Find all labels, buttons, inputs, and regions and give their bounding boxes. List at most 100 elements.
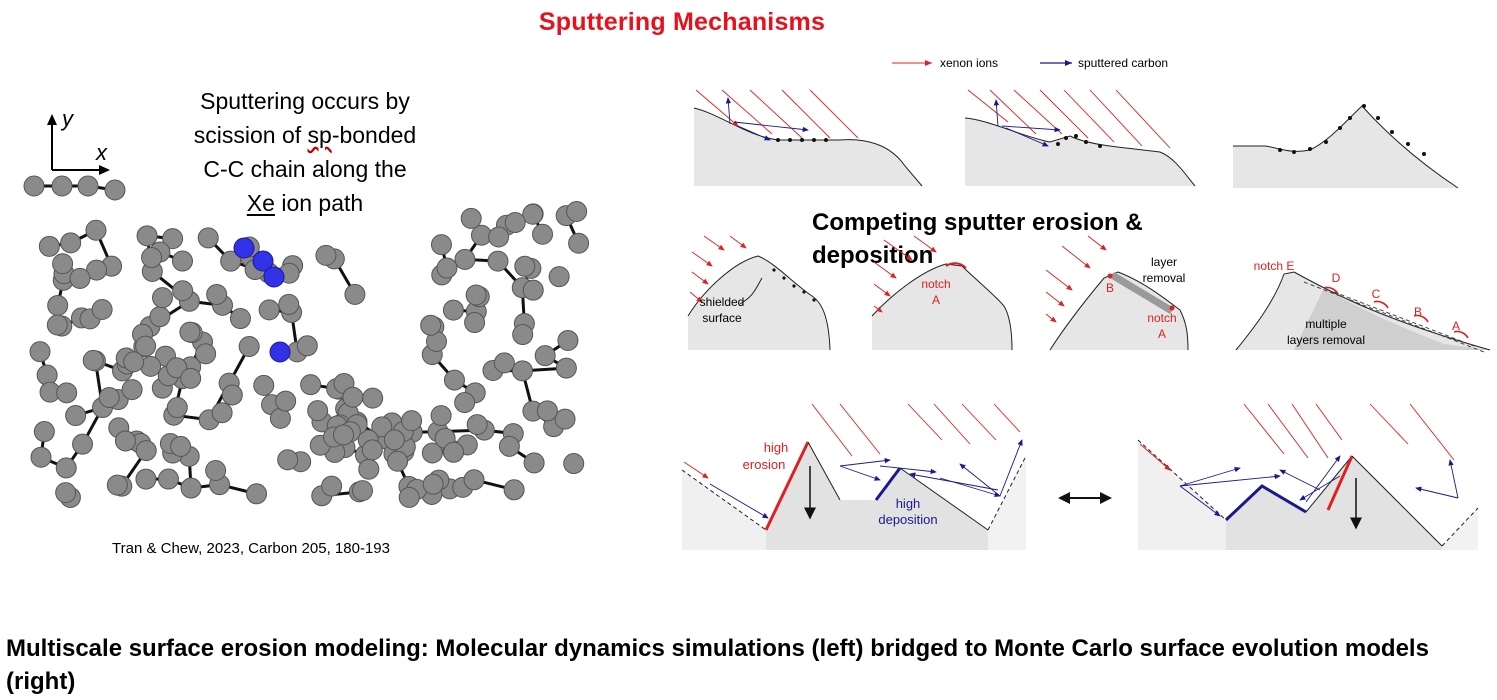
- caption-sp: sp: [307, 122, 332, 148]
- carbon-atom: [258, 299, 280, 321]
- carbon-atom: [421, 442, 443, 464]
- carbon-atom: [358, 458, 380, 480]
- sp-chain-atoms: [233, 237, 291, 363]
- carbon-atom: [563, 453, 585, 475]
- legend-carbon: sputtered carbon: [1078, 56, 1168, 70]
- caption-line-2b: -bonded: [331, 122, 417, 148]
- carbon-atom: [536, 400, 558, 422]
- carbon-atoms: [23, 175, 590, 508]
- carbon-atom: [179, 321, 201, 343]
- carbon-atom: [548, 266, 570, 288]
- competing-line-2: deposition: [812, 242, 934, 269]
- carbon-atom: [195, 343, 217, 365]
- carbon-atom: [86, 259, 108, 281]
- svg-text:shielded: shielded: [700, 295, 745, 309]
- carbon-atom: [180, 367, 202, 389]
- svg-text:D: D: [1332, 271, 1341, 285]
- carbon-atom: [60, 232, 82, 254]
- svg-text:notch: notch: [1147, 311, 1176, 325]
- carbon-atom: [135, 468, 157, 490]
- carbon-atom: [466, 414, 488, 436]
- carbon-atom: [555, 357, 577, 379]
- carbon-atom: [55, 457, 77, 479]
- caption-line-3: C-C chain along the: [203, 156, 407, 182]
- carbon-atom: [29, 341, 51, 363]
- carbon-atom: [98, 386, 120, 408]
- carbon-atom: [523, 452, 545, 474]
- svg-text:notch: notch: [921, 277, 950, 291]
- caption-line-1: Sputtering occurs by: [200, 88, 410, 114]
- svg-text:layers removal: layers removal: [1287, 333, 1365, 347]
- carbon-atom: [136, 225, 158, 247]
- carbon-atom: [296, 335, 318, 357]
- carbon-atom: [307, 400, 329, 422]
- sputter-row-2: shielded surface notch A B layer removal…: [687, 235, 1491, 353]
- carbon-atom: [383, 429, 405, 451]
- carbon-atom: [23, 175, 45, 197]
- carbon-atom: [398, 486, 420, 508]
- carbon-atom: [321, 475, 343, 497]
- carbon-atom: [135, 335, 157, 357]
- svg-text:B: B: [1106, 281, 1114, 295]
- carbon-atom: [454, 248, 476, 270]
- carbon-atom: [56, 382, 78, 404]
- carbon-atom: [361, 439, 383, 461]
- carbon-atom: [141, 247, 163, 269]
- caption-line-4: ion path: [274, 190, 364, 216]
- carbon-atom: [91, 299, 113, 321]
- svg-text:erosion: erosion: [743, 457, 786, 472]
- carbon-atom: [157, 468, 179, 490]
- carbon-atom: [55, 482, 77, 504]
- svg-text:A: A: [1452, 319, 1460, 333]
- carbon-atom: [362, 387, 384, 409]
- svg-text:B: B: [1414, 305, 1422, 319]
- carbon-atom: [206, 283, 228, 305]
- svg-text:A: A: [932, 293, 940, 307]
- carbon-atom: [511, 360, 533, 382]
- carbon-atom: [443, 369, 465, 391]
- carbon-atom: [460, 207, 482, 229]
- carbon-atom: [420, 314, 442, 336]
- carbon-atom: [465, 284, 487, 306]
- carbon-atom: [487, 250, 509, 272]
- carbon-atom: [504, 212, 526, 234]
- carbon-atom: [253, 374, 275, 396]
- svg-text:removal: removal: [1143, 271, 1186, 285]
- carbon-atom: [342, 386, 364, 408]
- carbon-atom: [149, 306, 171, 328]
- carbon-atom: [65, 405, 87, 427]
- competing-heading: Competing sputter erosion & deposition: [812, 206, 1143, 272]
- sputter-row-3: high erosion high deposition: [681, 403, 1479, 550]
- carbon-atom: [430, 234, 452, 256]
- carbon-atom: [238, 336, 260, 358]
- carbon-atom: [300, 374, 322, 396]
- exchange-arrow: [1058, 492, 1112, 504]
- svg-text:high: high: [764, 440, 789, 455]
- carbon-atom: [568, 232, 590, 254]
- carbon-atom: [352, 480, 374, 502]
- carbon-atom: [371, 416, 393, 438]
- carbon-atom: [123, 351, 145, 373]
- carbon-atom: [171, 250, 193, 272]
- carbon-atom: [401, 410, 423, 432]
- carbon-atom: [47, 294, 69, 316]
- carbon-atom: [69, 267, 91, 289]
- carbon-atom: [278, 293, 300, 315]
- carbon-atom: [454, 392, 476, 414]
- carbon-atom: [522, 203, 544, 225]
- carbon-atom: [82, 349, 104, 371]
- carbon-atom: [463, 469, 485, 491]
- carbon-atom: [121, 379, 143, 401]
- carbon-atom: [246, 483, 268, 505]
- carbon-atom: [229, 308, 251, 330]
- carbon-atom: [387, 450, 409, 472]
- carbon-atom: [170, 435, 192, 457]
- bottom-summary: Multiscale surface erosion modeling: Mol…: [6, 635, 1429, 695]
- carbon-atom: [275, 390, 297, 412]
- carbon-atom: [503, 479, 525, 501]
- carbon-atom: [436, 257, 458, 279]
- carbon-atom: [443, 441, 465, 463]
- carbon-atom: [72, 433, 94, 455]
- carbon-atom: [135, 440, 157, 462]
- axis-y-label: y: [60, 106, 75, 131]
